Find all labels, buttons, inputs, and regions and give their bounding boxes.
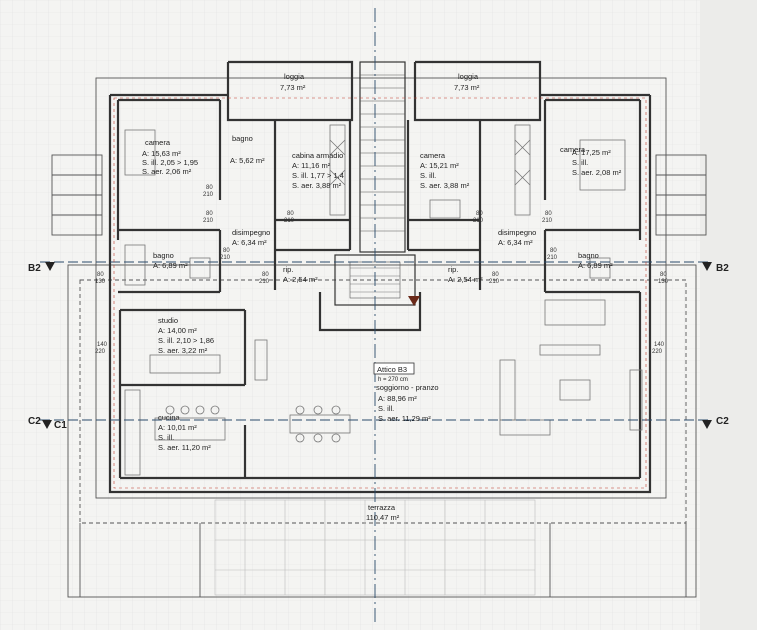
terrazza-area: 110,47 m² (366, 513, 400, 522)
cucina-a: A: 10,01 m² (158, 423, 197, 432)
dim-210-d: 210 (473, 218, 484, 224)
red-guides (113, 97, 647, 489)
camera-center-a: A: 15,21 m² (420, 161, 459, 170)
section-c1-left: C1 (54, 420, 67, 431)
section-c2-left: C2 (28, 416, 41, 427)
camera-left-sill: S. ill. 2,05 > 1,95 (142, 158, 198, 167)
disimpegno-right-a: A: 6,34 m² (498, 238, 533, 247)
disimpegno-left-name: disimpegno (232, 228, 270, 237)
bagno-left-a: A: 6,89 m² (153, 261, 188, 270)
soggiorno-a: A: 88,96 m² (378, 394, 417, 403)
room-labels: loggia 7,73 m² loggia 7,73 m² camera A: … (142, 72, 622, 522)
terrace-outline (51, 77, 707, 598)
loggia-left-name: loggia (284, 72, 305, 81)
studio-name: studio (158, 316, 178, 325)
rip-right-name: rip. (448, 265, 458, 274)
cucina-sill: S. ill. (158, 433, 174, 442)
dim-80-b: 80 (206, 185, 213, 191)
dim-80-a: 80 (206, 211, 213, 217)
wardrobes (329, 124, 531, 216)
dim-140-l: 140 (97, 342, 108, 348)
section-lines (40, 8, 710, 625)
camera-left-a: A: 15,63 m² (142, 149, 181, 158)
cabina-a: A: 11,16 m² (292, 161, 331, 170)
studio-sill: S. ill. 2,10 > 1,86 (158, 336, 214, 345)
camera-center-sill: S. ill. (420, 171, 436, 180)
dim-210-h: 210 (259, 279, 270, 285)
rip-left-name: rip. (283, 265, 293, 274)
soggiorno-saer: S. aer. 11,29 m² (378, 414, 431, 423)
bagno-right-a: A: 6,89 m² (578, 261, 613, 270)
loggia-right-area: 7,73 m² (454, 83, 480, 92)
unit-title-box (373, 362, 415, 375)
dim-130-j: 130 (95, 279, 106, 285)
rip-left-a: A: 2,54 m² (283, 275, 318, 284)
camera-right-a: A: 17,25 m² (572, 148, 611, 157)
dim-80-c: 80 (287, 211, 294, 217)
section-b2-right: B2 (716, 263, 729, 274)
soggiorno-sill: S. ill. (378, 404, 394, 413)
studio-a: A: 14,00 m² (158, 326, 197, 335)
cabina-saer: S. aer. 3,88 m² (292, 181, 342, 190)
disimpegno-right-name: disimpegno (498, 228, 536, 237)
section-c2-right: C2 (716, 416, 729, 427)
dim-80-h: 80 (262, 272, 269, 278)
dim-80-k: 80 (660, 272, 667, 278)
dim-80-g: 80 (550, 248, 557, 254)
bagno-1-a: A: 5,62 m² (230, 156, 265, 165)
bagno-right-name: bagno (578, 251, 599, 260)
dim-130-k: 130 (658, 279, 669, 285)
dim-210-g: 210 (547, 255, 558, 261)
dim-210-a: 210 (203, 218, 214, 224)
soggiorno-name: soggiorno - pranzo (376, 383, 439, 392)
dim-210-b: 210 (203, 192, 214, 198)
dim-140-r: 140 (654, 342, 665, 348)
camera-center-name: camera (420, 151, 446, 160)
bagno-left-name: bagno (153, 251, 174, 260)
dim-220-r: 220 (652, 349, 663, 355)
walls (108, 60, 652, 494)
section-b2-left: B2 (28, 263, 41, 274)
camera-right-name: camera (560, 145, 586, 154)
dim-220-l: 220 (95, 349, 106, 355)
section-marks: B2 B2 C2 C1 C2 (28, 262, 729, 431)
camera-right-sill: S. ill. (572, 158, 588, 167)
bagno-1-name: bagno (232, 134, 253, 143)
unit-height: h = 270 cm (378, 377, 408, 383)
studio-saer: S. aer. 3,22 m² (158, 346, 208, 355)
loggia-right-name: loggia (458, 72, 479, 81)
dim-80-d: 80 (476, 211, 483, 217)
dim-210-e: 210 (542, 218, 553, 224)
dim-210-i: 210 (489, 279, 500, 285)
cucina-saer: S. aer. 11,20 m² (158, 443, 211, 452)
camera-left-name: camera (145, 138, 171, 147)
cabina-sill: S. ill. 1,77 > 1,4 (292, 171, 344, 180)
dim-210-c: 210 (284, 218, 295, 224)
dim-80-f: 80 (223, 248, 230, 254)
camera-center-saer: S. aer. 3,88 m² (420, 181, 470, 190)
terrazza-name: terrazza (368, 503, 396, 512)
dim-80-j: 80 (97, 272, 104, 278)
dim-80-i: 80 (492, 272, 499, 278)
loggia-left-area: 7,73 m² (280, 83, 306, 92)
camera-right-saer: S. aer. 2,08 m² (572, 168, 622, 177)
cucina-name: cucina (158, 413, 181, 422)
cabina-name: cabina armadio (292, 151, 343, 160)
dim-80-e: 80 (545, 211, 552, 217)
disimpegno-left-a: A: 6,34 m² (232, 238, 267, 247)
unit-title: Attico B3 (377, 365, 407, 374)
dim-210-f: 210 (220, 255, 231, 261)
rip-right-a: A: 2,54 m² (448, 275, 483, 284)
dimension-labels: 80 210 80 210 80 210 80 210 80 210 80 21… (95, 185, 669, 355)
right-sheet-shadow (700, 0, 757, 630)
camera-left-saer: S. aer. 2,06 m² (142, 167, 192, 176)
